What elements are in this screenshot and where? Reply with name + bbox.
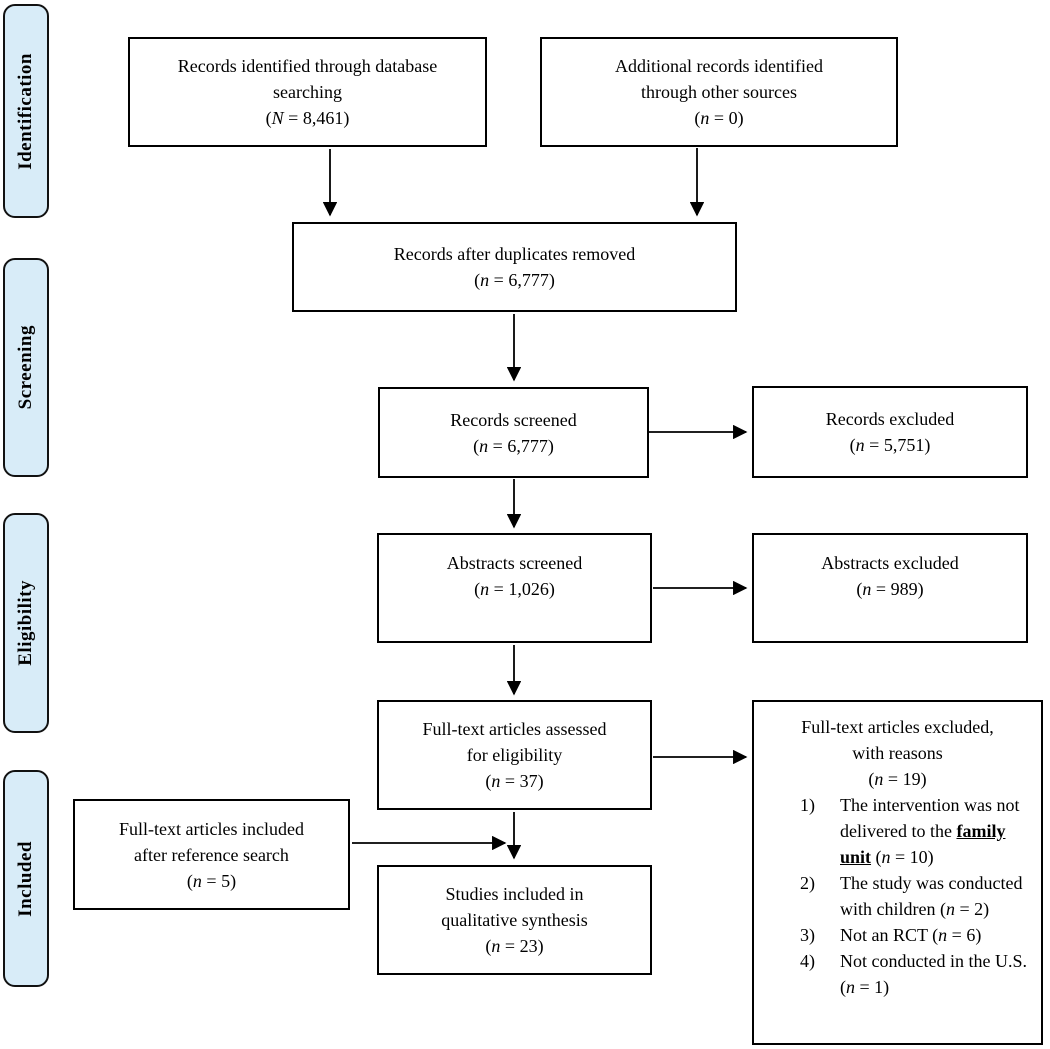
box-fulltext-excluded-reasons: Full-text articles excluded, with reason… (752, 700, 1043, 1045)
box-count: (n = 23) (485, 936, 544, 956)
reason-text: The intervention was not delivered to th… (840, 795, 1020, 867)
excluded-reason-item: 2) The study was conducted with children… (800, 870, 1033, 922)
box-text: Abstracts screened (446, 553, 583, 573)
box-count: (n = 5,751) (849, 435, 931, 455)
box-records-screened: Records screened (n = 6,777) (378, 387, 649, 478)
reason-number: 4) (800, 951, 815, 971)
box-text: Records after duplicates removed (393, 244, 636, 264)
stage-label-screening: Screening (3, 258, 49, 477)
box-fulltext-included-reference-search: Full-text articles included after refere… (73, 799, 350, 910)
stage-label-text: Eligibility (15, 580, 36, 666)
stage-label-text: Identification (15, 52, 36, 170)
box-additional-records-other-sources: Additional records identified through ot… (540, 37, 898, 147)
box-text: Studies included in qualitative synthesi… (441, 884, 588, 930)
box-count: (n = 0) (694, 108, 744, 128)
box-records-identified-database: Records identified through database sear… (128, 37, 487, 147)
stage-label-included: Included (3, 770, 49, 987)
reason-number: 1) (800, 795, 815, 815)
box-text: Records excluded (825, 409, 955, 429)
box-text: Full-text articles assessed for eligibil… (422, 719, 607, 765)
box-records-after-duplicates: Records after duplicates removed (n = 6,… (292, 222, 737, 312)
box-count: (n = 1,026) (474, 579, 555, 599)
box-text: Abstracts excluded (821, 553, 959, 573)
box-text: Full-text articles included after refere… (119, 818, 304, 865)
box-count: (n = 6,777) (473, 435, 554, 456)
reason-text: Not an RCT (n = 6) (840, 925, 982, 945)
stage-label-text: Screening (15, 325, 36, 410)
excluded-reasons-list: 1) The intervention was not delivered to… (754, 792, 1041, 1000)
box-abstracts-screened: Abstracts screened (n = 1,026) (377, 533, 652, 643)
box-fulltext-assessed: Full-text articles assessed for eligibil… (377, 700, 652, 810)
stage-label-text: Included (15, 840, 36, 917)
reason-emphasis: family unit (840, 821, 1006, 867)
reason-number: 3) (800, 925, 815, 945)
box-records-excluded: Records excluded (n = 5,751) (752, 386, 1028, 478)
box-count: (N = 8,461) (265, 108, 350, 128)
box-studies-included: Studies included in qualitative synthesi… (377, 865, 652, 975)
reason-text: Not conducted in the U.S. (n = 1) (840, 951, 1027, 997)
box-count: (n = 5) (186, 870, 237, 891)
excluded-reason-item: 1) The intervention was not delivered to… (800, 792, 1033, 870)
reason-text: The study was conducted with children (n… (840, 873, 1023, 919)
box-text: Additional records identified through ot… (615, 56, 823, 102)
excluded-reason-item: 3) Not an RCT (n = 6) (800, 922, 1033, 948)
box-text: Records screened (450, 409, 577, 430)
stage-label-identification: Identification (3, 4, 49, 218)
box-count: (n = 19) (868, 769, 927, 789)
box-text: Records identified through database sear… (177, 56, 438, 102)
box-count: (n = 37) (485, 771, 544, 791)
excluded-reason-item: 4) Not conducted in the U.S. (n = 1) (800, 948, 1033, 1000)
box-count: (n = 6,777) (474, 270, 555, 290)
box-abstracts-excluded: Abstracts excluded (n = 989) (752, 533, 1028, 643)
reason-number: 2) (800, 873, 815, 893)
stage-label-eligibility: Eligibility (3, 513, 49, 733)
box-count: (n = 989) (856, 579, 924, 599)
box-text: Full-text articles excluded, with reason… (801, 717, 994, 763)
